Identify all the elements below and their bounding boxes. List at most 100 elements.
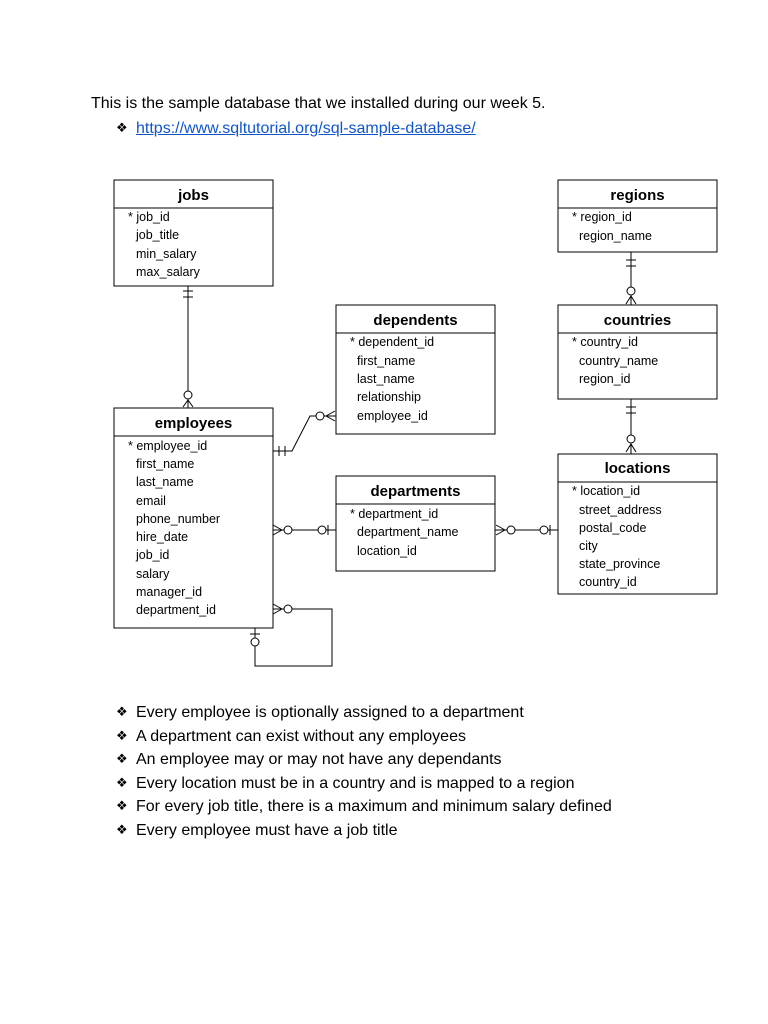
jobs-box [113, 179, 274, 287]
manager-crowfoot [272, 603, 283, 615]
list-item-text: A department can exist without any emplo… [136, 727, 466, 745]
countries-col: * country_id [572, 335, 638, 349]
locations-title: locations [605, 460, 671, 477]
dependents-col: last_name [357, 372, 415, 386]
list-item: ❖ Every location must be in a country and… [116, 771, 612, 795]
dependents-crowfoot [325, 410, 336, 422]
employees-one-mark [278, 446, 286, 456]
jobs-col: min_salary [136, 247, 197, 261]
departments-table: departments * department_id department_n… [335, 475, 496, 572]
list-item-text: Every employee is optionally assigned to… [136, 704, 524, 721]
employees-col: hire_date [136, 530, 188, 544]
list-item-text: For every job title, there is a maximum … [136, 798, 612, 816]
manager-zero-mark [283, 604, 293, 614]
dependents-col: relationship [357, 390, 421, 404]
countries-col: region_id [579, 372, 630, 386]
list-item: ❖ For every job title, there is a maximum… [116, 794, 612, 818]
regions-table: regions * region_id region_name [557, 179, 718, 253]
countries-title: countries [604, 312, 672, 329]
employees-col: department_id [136, 603, 216, 617]
list-item-text: Every employee must have a job title [136, 821, 398, 839]
jobs-col: max_salary [136, 265, 201, 279]
list-item-text: An employee may or may not have any depe… [136, 751, 502, 769]
locations-col: postal_code [579, 521, 646, 535]
departments-locations-crowfoot [495, 524, 506, 536]
dependents-table: dependents * dependent_id first_name las… [335, 304, 496, 435]
employees-box [113, 407, 274, 629]
departments-locations-zero-mark [506, 525, 516, 535]
regions-col: * region_id [572, 210, 632, 224]
list-item: ❖ Every employee must have a job title [116, 818, 612, 842]
diamond-bullet-icon: ❖ [116, 751, 128, 767]
locations-zero-mark [539, 525, 549, 535]
regions-title: regions [610, 187, 664, 204]
list-item-text: Every location must be in a country and … [136, 774, 575, 792]
employees-departments-crowfoot [272, 524, 283, 536]
employees-title: employees [155, 415, 233, 432]
employees-col: * employee_id [128, 439, 207, 453]
list-item: ❖Every employee is optionally assigned t… [116, 700, 612, 724]
employees-col: email [136, 494, 166, 508]
manager-ref-zero-mark [250, 637, 260, 647]
departments-col: department_name [357, 525, 459, 539]
locations-col: street_address [579, 503, 662, 517]
regions-one-mark [626, 259, 636, 267]
diamond-bullet-icon: ❖ [116, 774, 128, 790]
list-item: ❖ A department can exist without any empl… [116, 724, 612, 748]
countries-one-mark [626, 406, 636, 414]
departments-title: departments [370, 483, 460, 500]
departments-zero-mark [317, 525, 327, 535]
dependents-col: * dependent_id [350, 335, 434, 349]
departments-col: location_id [357, 544, 417, 558]
er-diagram: jobs * job_id job_title min_salary max_s… [113, 179, 718, 667]
employees-col: job_id [135, 548, 169, 562]
jobs-col: job_title [135, 228, 179, 242]
link-row: ❖ https://www.sqltutorial.org/sql-sample-… [116, 118, 476, 139]
departments-box [335, 475, 496, 572]
relationship-lines [182, 252, 637, 667]
regions-countries-zero-mark [626, 286, 636, 296]
employees-col: last_name [136, 475, 194, 489]
countries-locations-zero-mark [626, 434, 636, 444]
dependents-col: employee_id [357, 409, 428, 423]
dependents-title: dependents [373, 312, 457, 329]
regions-col: region_name [579, 229, 652, 243]
jobs-title: jobs [177, 187, 209, 204]
locations-col: * location_id [572, 484, 640, 498]
dependents-zero-mark [315, 411, 325, 421]
list-item: ❖ An employee may or may not have any dep… [116, 747, 612, 771]
jobs-one-mark [183, 290, 193, 298]
dependents-box [335, 304, 496, 435]
employees-col: phone_number [136, 512, 220, 526]
countries-table: countries * country_id country_name regi… [557, 304, 718, 400]
employees-table: employees * employee_id first_name last_… [113, 407, 274, 629]
jobs-employees-zero-mark [183, 390, 193, 400]
employees-col: manager_id [136, 585, 202, 599]
employees-col: salary [136, 567, 170, 581]
locations-col: city [579, 539, 599, 553]
countries-box [557, 304, 718, 400]
locations-box [557, 453, 718, 595]
diamond-bullet-icon: ❖ [116, 798, 128, 814]
employees-col: first_name [136, 457, 194, 471]
notes-list: ❖ Every employee is optionally assigned t… [116, 700, 612, 842]
diamond-bullet-icon: ❖ [116, 821, 128, 837]
jobs-col: * job_id [128, 210, 170, 224]
diamond-bullet-icon: ❖ [116, 727, 128, 743]
intro-text: This is the sample database that we inst… [91, 95, 546, 112]
employees-manager-line [254, 608, 333, 667]
regions-box [557, 179, 718, 253]
locations-col: country_id [579, 575, 637, 589]
jobs-table: jobs * job_id job_title min_salary max_s… [113, 179, 274, 287]
departments-col: * department_id [350, 507, 438, 521]
dependents-col: first_name [357, 354, 415, 368]
countries-col: country_name [579, 354, 658, 368]
locations-table: locations * location_id street_address p… [557, 453, 718, 595]
sample-database-link[interactable]: https://www.sqltutorial.org/sql-sample-d… [136, 120, 476, 137]
employees-dependents-line [272, 415, 336, 452]
regions-countries-crowfoot [625, 295, 637, 305]
countries-locations-crowfoot [625, 443, 637, 453]
diamond-bullet-icon: ❖ [116, 120, 128, 135]
jobs-employees-crowfoot [182, 399, 194, 408]
locations-col: state_province [579, 557, 660, 571]
